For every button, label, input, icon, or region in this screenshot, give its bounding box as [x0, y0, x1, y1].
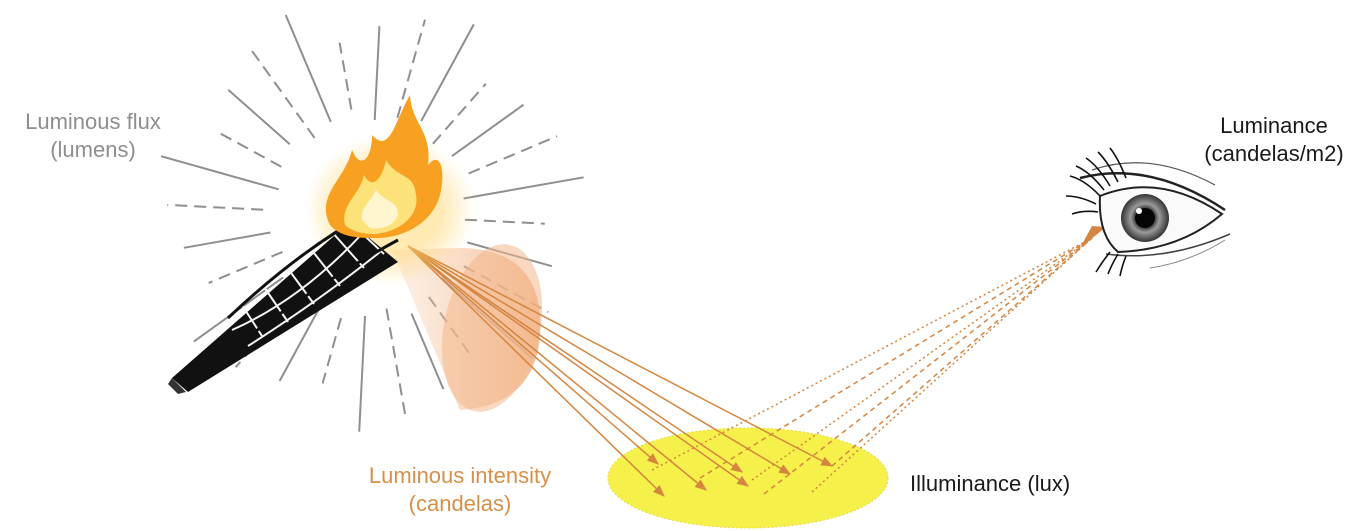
reflected-ray: [832, 238, 1092, 466]
flux-ray: [469, 136, 557, 173]
flux-ray: [184, 233, 271, 248]
flux-ray: [359, 316, 365, 432]
flux-ray: [375, 26, 380, 120]
luminance-label: Luminance (candelas/m2): [1186, 112, 1362, 168]
flux-ray: [433, 84, 486, 144]
flux-ray: [387, 309, 406, 415]
flux-ray: [452, 105, 524, 156]
luminous-flux-label: Luminous flux (lumens): [8, 108, 178, 164]
flux-ray: [397, 20, 425, 118]
illuminated-spot: [608, 428, 888, 528]
flux-ray: [340, 43, 352, 110]
flux-ray: [323, 318, 341, 384]
luminous-flux-unit: (lumens): [8, 136, 178, 164]
luminance-title: Luminance: [1186, 112, 1362, 140]
flux-ray: [464, 177, 584, 198]
reflected-ray: [700, 238, 1092, 478]
reflected-ray: [812, 238, 1092, 492]
luminous-intensity-label: Luminous intensity (candelas): [345, 462, 575, 518]
luminance-arrowhead: [1080, 226, 1106, 248]
torch-illustration: [168, 95, 475, 394]
flux-ray: [228, 90, 289, 144]
luminance-unit: (candelas/m2): [1186, 140, 1362, 168]
flux-ray: [161, 156, 279, 189]
luminous-intensity-unit: (candelas): [345, 490, 575, 518]
flux-ray: [216, 131, 281, 166]
illuminance-title: Illuminance (lux): [910, 470, 1070, 498]
luminous-flux-title: Luminous flux: [8, 108, 178, 136]
illuminance-label: Illuminance (lux): [910, 470, 1070, 498]
flux-ray: [167, 205, 263, 210]
flux-ray: [465, 220, 545, 224]
luminous-intensity-title: Luminous intensity: [345, 462, 575, 490]
